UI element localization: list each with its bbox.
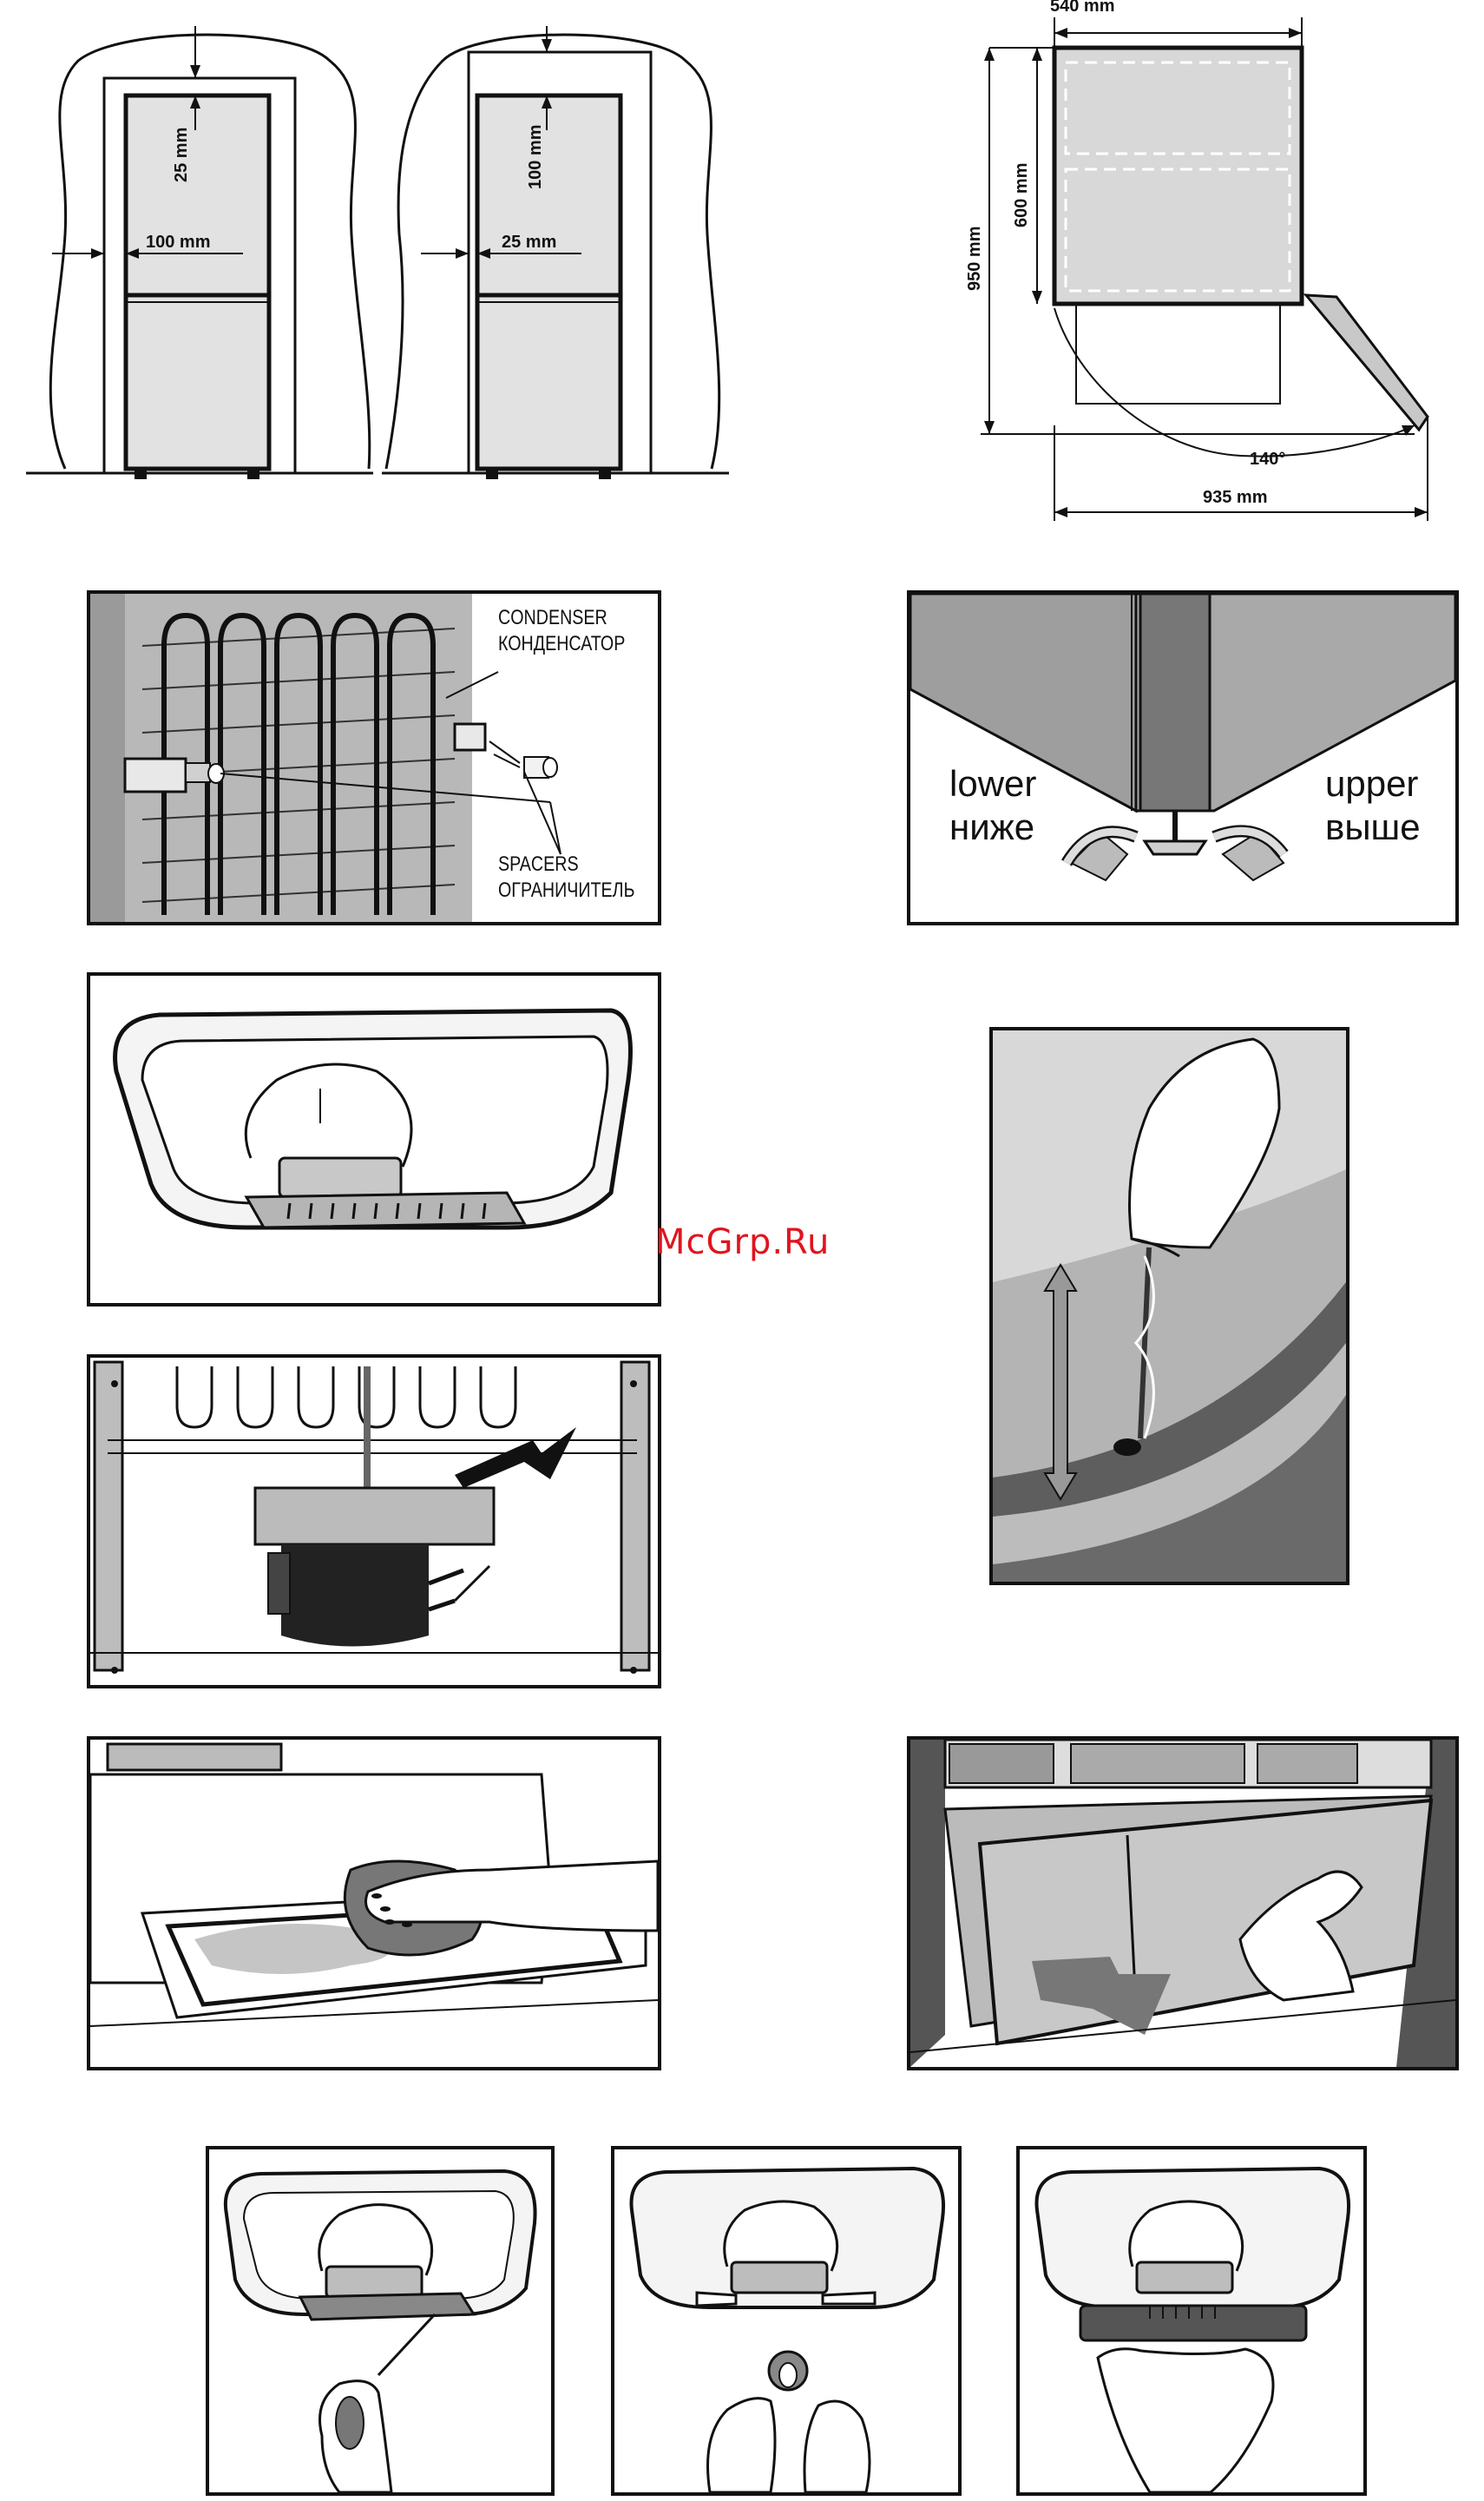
- clearance-side-label-right: 25 mm: [502, 233, 556, 253]
- depth-dimension-label: 600 mm: [1012, 163, 1032, 228]
- clearance-figure-left: [26, 26, 373, 486]
- compressor-panel: [87, 1354, 661, 1688]
- watermark-text: McGrp.Ru: [655, 1222, 830, 1262]
- width-with-door-label: 935 mm: [1203, 488, 1268, 508]
- lamp-step1-panel: [206, 2146, 555, 2496]
- condenser-label-ru: КОНДЕНСАТОР: [498, 632, 625, 656]
- foot-lower-label-en: lower: [949, 763, 1036, 805]
- drawer-removal-panel: [907, 1736, 1459, 2070]
- door-angle-label: 140°: [1250, 450, 1285, 470]
- spacers-label-en: SPACERS: [498, 852, 579, 877]
- width-dimension-label: 540 mm: [1050, 0, 1115, 16]
- clearance-top-label-right: 100 mm: [526, 125, 546, 190]
- dimension-plan-figure: [963, 17, 1449, 538]
- lamp-step3-panel: [1016, 2146, 1367, 2496]
- clearance-figure-right: [382, 26, 729, 486]
- condenser-panel: CONDENSER КОНДЕНСАТОР SPACERS ОГРАНИЧИТЕ…: [87, 590, 661, 925]
- foot-upper-label-ru: выше: [1325, 806, 1421, 848]
- drain-hole-panel: [989, 1027, 1349, 1585]
- condenser-label-en: CONDENSER: [498, 606, 607, 630]
- foot-lower-label-ru: ниже: [949, 806, 1034, 848]
- depth-with-door-label: 950 mm: [965, 227, 985, 292]
- light-cover-panel: [87, 972, 661, 1306]
- lamp-step2-panel: [611, 2146, 962, 2496]
- foot-upper-label-en: upper: [1325, 763, 1418, 805]
- clearance-side-label-left: 100 mm: [146, 233, 211, 253]
- adjustable-foot-panel: lower ниже upper выше: [907, 590, 1459, 925]
- wipe-shelf-panel: [87, 1736, 661, 2070]
- clearance-top-label-left: 25 mm: [172, 104, 189, 182]
- spacers-label-ru: ОГРАНИЧИТЕЛЬ: [498, 879, 635, 903]
